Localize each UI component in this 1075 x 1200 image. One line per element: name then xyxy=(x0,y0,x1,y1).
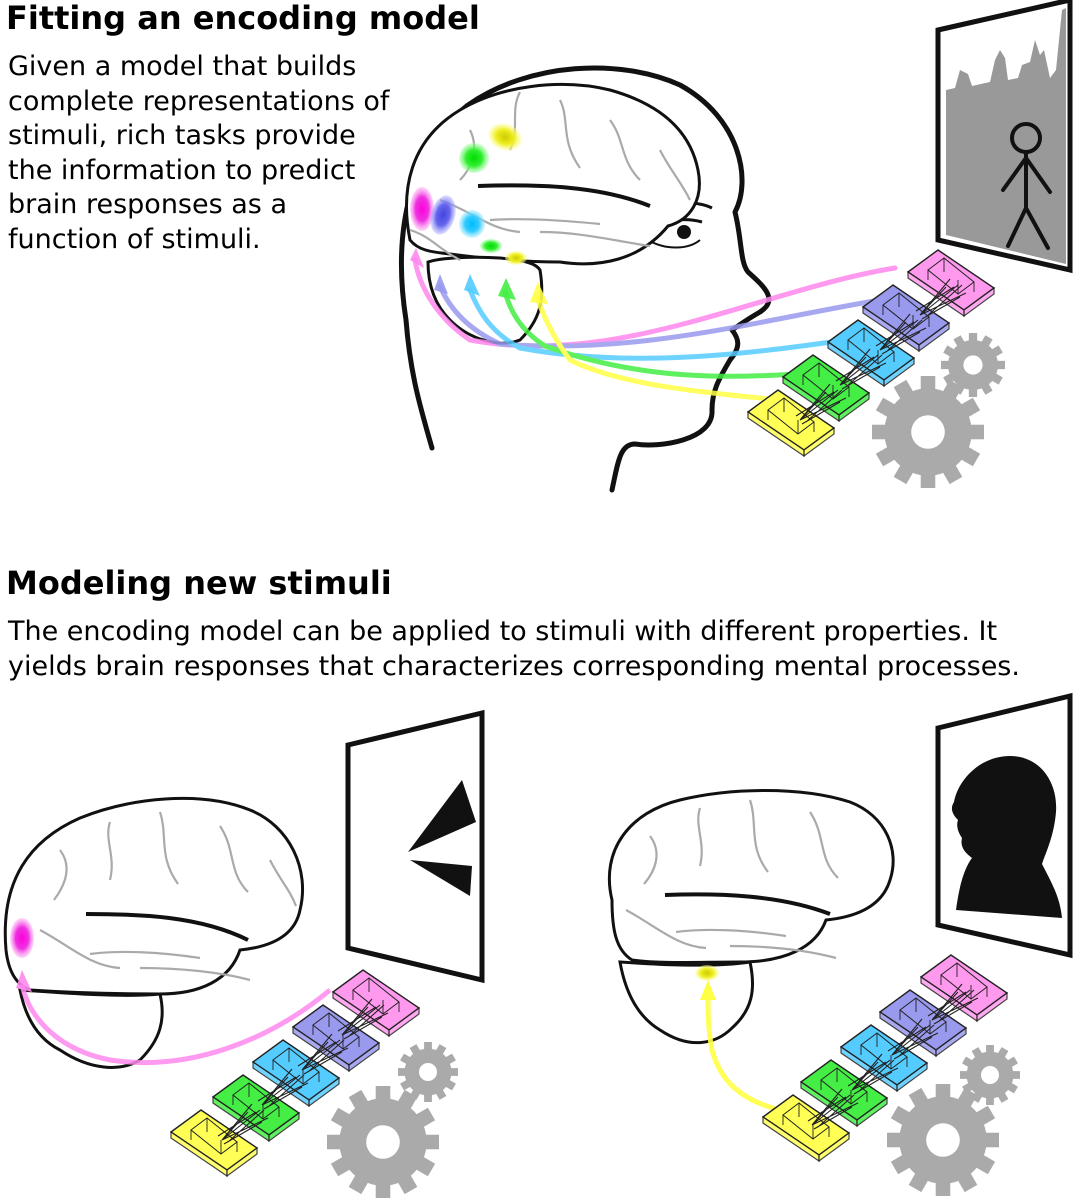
signal-arrow-bl xyxy=(19,984,332,1065)
gear-icon xyxy=(872,376,984,488)
gear-icon xyxy=(327,1086,439,1198)
signal-arrows xyxy=(412,257,898,403)
stimulus-screen-wedges xyxy=(345,709,485,984)
brain-icon xyxy=(607,789,895,1045)
section-description-modeling: The encoding model can be applied to sti… xyxy=(8,616,1020,682)
stimulus-screen-city xyxy=(935,0,1073,274)
signal-arrow-br xyxy=(705,994,781,1113)
section-title-fitting: Fitting an encoding model xyxy=(6,0,480,37)
brain-activation-spots xyxy=(410,123,527,265)
gear-icon xyxy=(887,1084,999,1196)
section-description-fitting: Given a model that builds complete repre… xyxy=(8,51,390,255)
arrow-heads xyxy=(410,248,548,304)
section-title-modeling: Modeling new stimuli xyxy=(6,564,392,602)
brain-icon xyxy=(3,796,305,1069)
stimulus-screen-face xyxy=(935,692,1073,959)
arrow-head-br xyxy=(700,980,716,1000)
arrow-head-bl xyxy=(16,970,32,992)
